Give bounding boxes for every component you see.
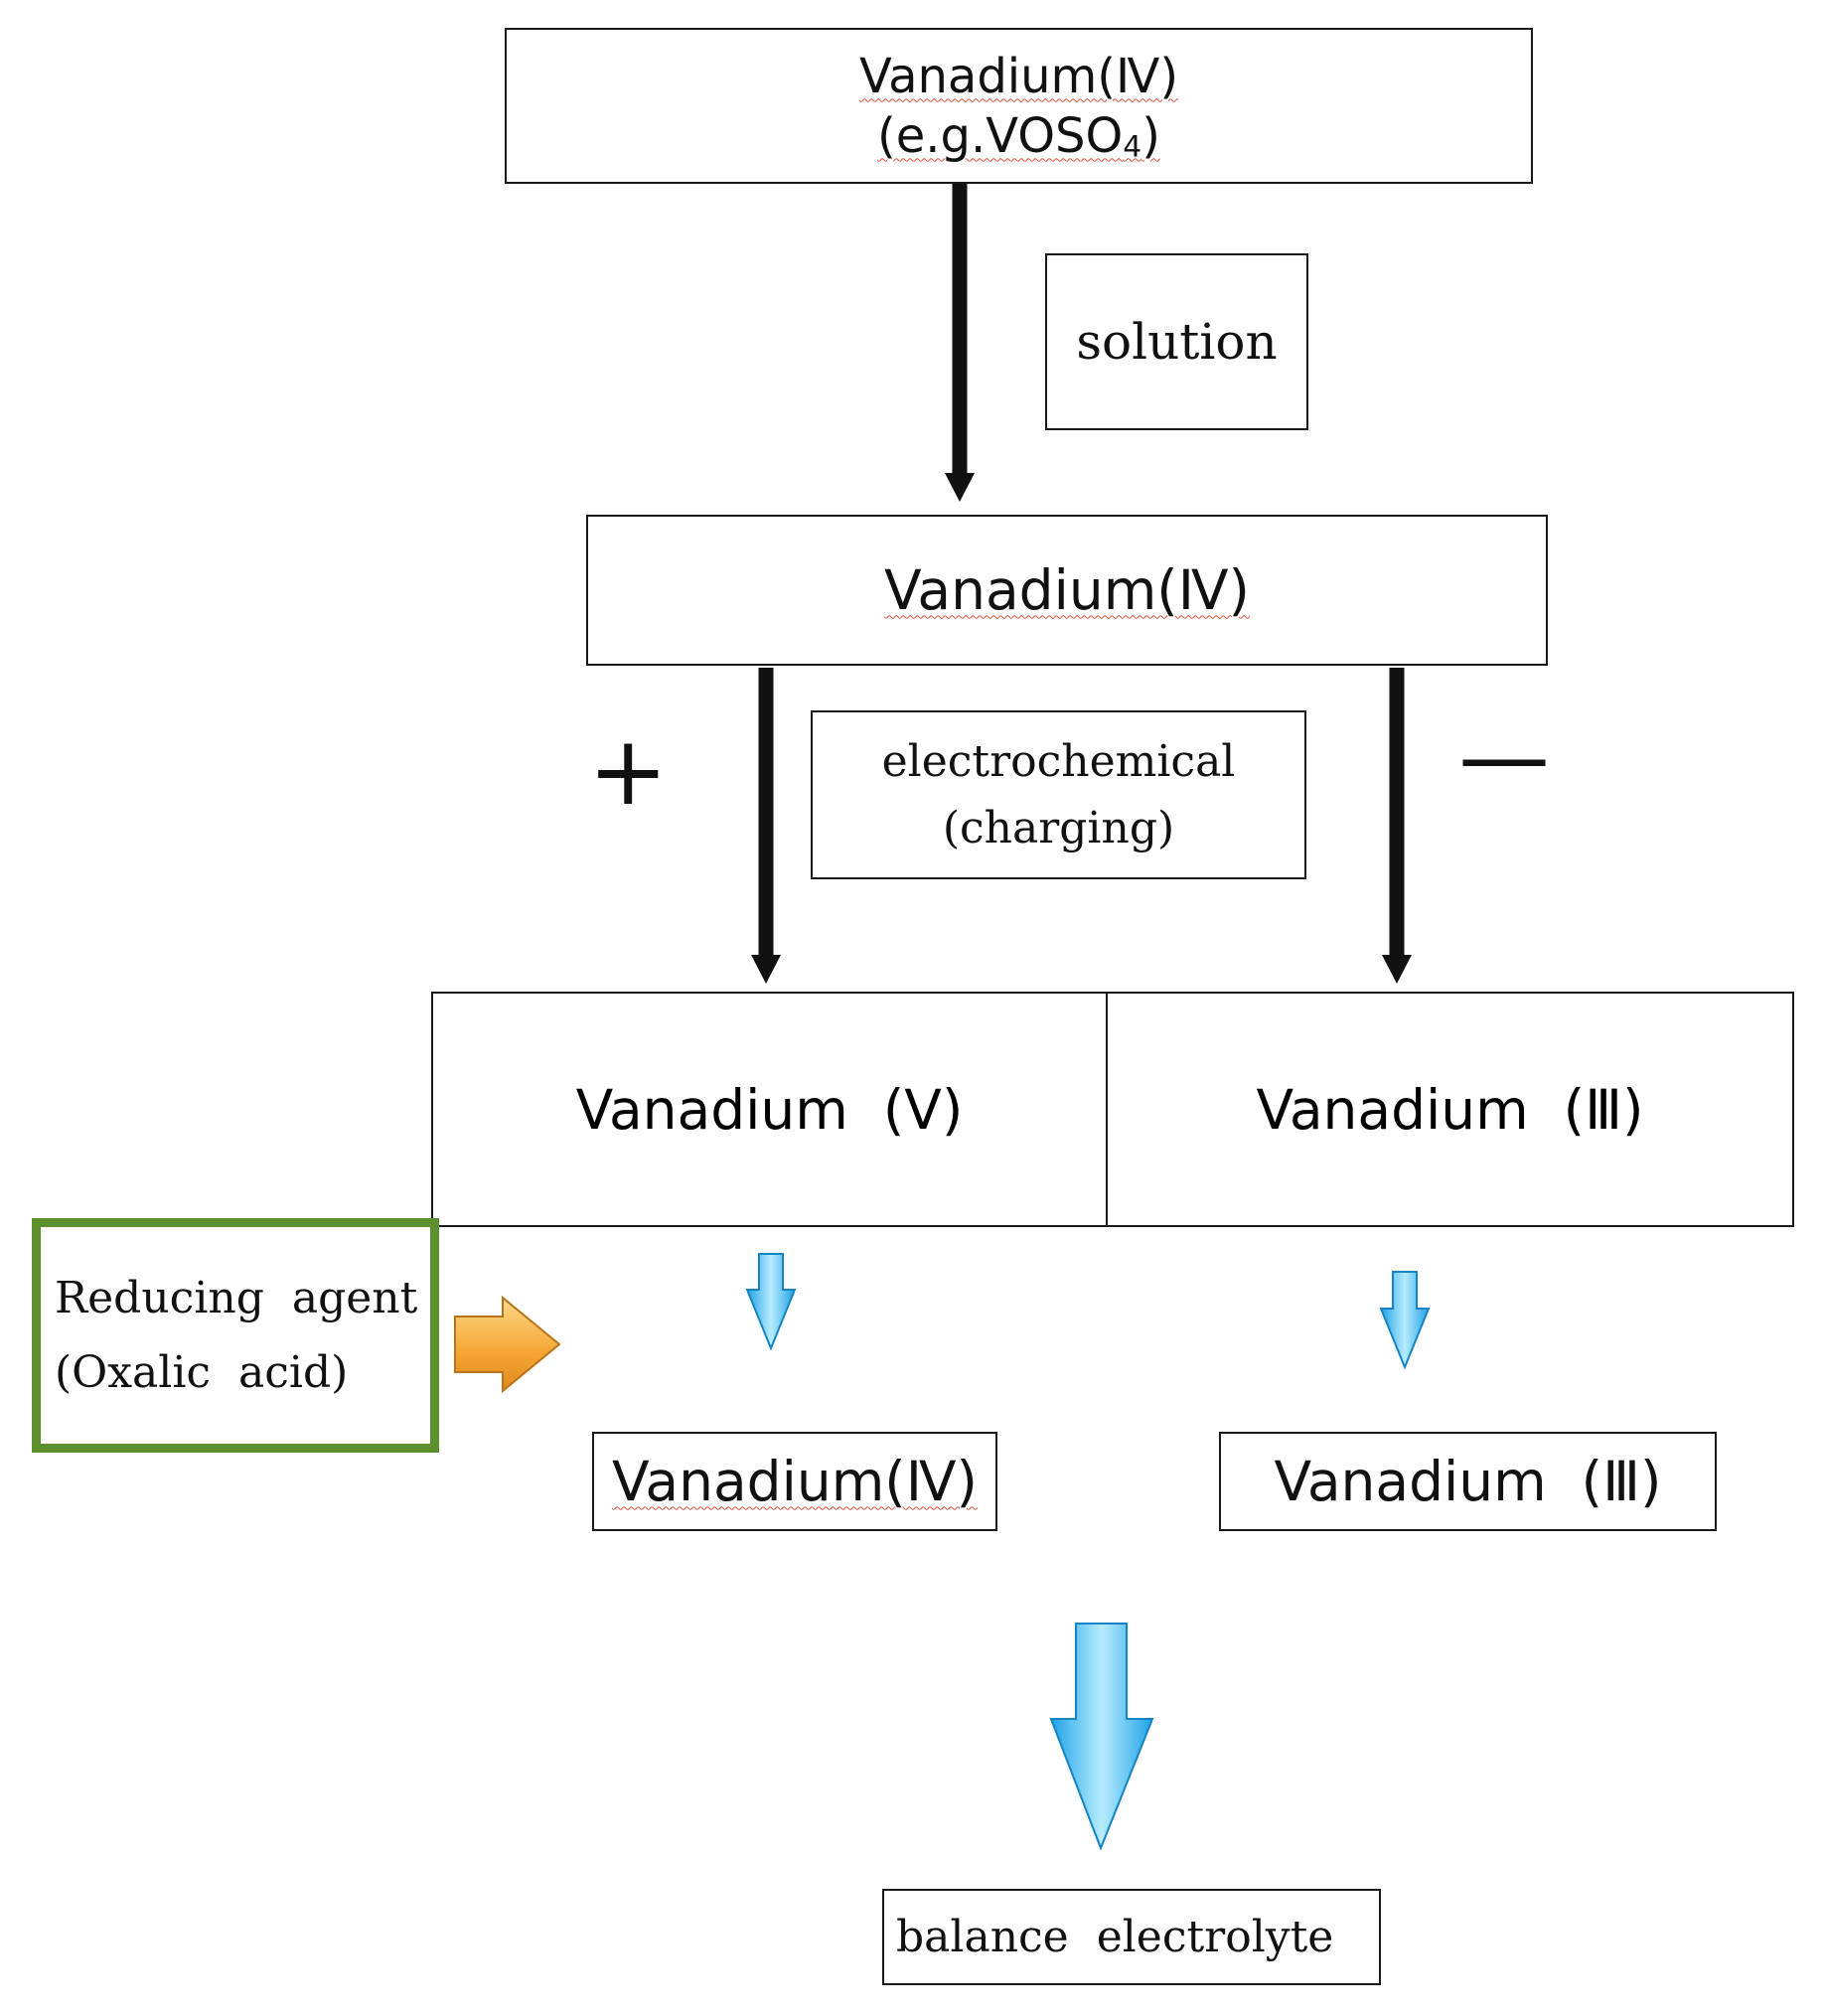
plus-sign: + [588, 715, 669, 827]
solution-label-box: solution [1045, 253, 1308, 430]
formula-subscript: 4 [1123, 128, 1142, 164]
electrochemical-label: electrochemical [881, 736, 1236, 787]
blue-arrow-large [1049, 1623, 1154, 1851]
split-box: Vanadium (Ⅴ) Vanadium (Ⅲ) [431, 992, 1794, 1227]
start-box-line1: Vanadium(Ⅳ) [858, 48, 1179, 104]
start-box: Vanadium(Ⅳ) (e.g.VOSO4) [505, 28, 1533, 184]
charging-label: (charging) [942, 803, 1175, 853]
start-box-title: Vanadium(Ⅳ) [859, 47, 1178, 106]
middle-box-label: Vanadium(Ⅳ) [884, 557, 1250, 622]
result-right-box: Vanadium (Ⅲ) [1219, 1432, 1717, 1531]
split-box-left: Vanadium (Ⅴ) [433, 994, 1108, 1225]
vanadium-v-label: Vanadium (Ⅴ) [575, 1077, 964, 1142]
balance-electrolyte-box: balance electrolyte [882, 1889, 1381, 1985]
balance-electrolyte-label: balance electrolyte [896, 1912, 1334, 1962]
split-box-right: Vanadium (Ⅲ) [1108, 994, 1792, 1225]
arrow-positive [751, 668, 781, 984]
solution-label: solution [1076, 312, 1278, 371]
start-box-formula: (e.g.VOSO4) [877, 106, 1160, 166]
formula-suffix: ) [1141, 107, 1160, 164]
result-left-label: Vanadium(Ⅳ) [612, 1449, 978, 1513]
result-left-box: Vanadium(Ⅳ) [592, 1432, 997, 1531]
electrochemical-label-box: electrochemical (charging) [811, 710, 1306, 879]
arrow-solution [945, 184, 975, 502]
arrow-negative [1382, 668, 1412, 984]
reducing-agent-box: Reducing agent (Oxalic acid) [32, 1218, 439, 1453]
oxalic-acid-label: (Oxalic acid) [55, 1347, 349, 1398]
middle-box: Vanadium(Ⅳ) [586, 515, 1548, 666]
reducing-agent-label: Reducing agent [55, 1273, 418, 1323]
blue-arrow-left [745, 1253, 797, 1351]
minus-sign: — [1458, 703, 1550, 810]
orange-arrow [454, 1295, 561, 1394]
blue-arrow-right [1379, 1271, 1431, 1370]
result-right-label: Vanadium (Ⅲ) [1274, 1449, 1662, 1513]
vanadium-iii-label: Vanadium (Ⅲ) [1256, 1077, 1644, 1142]
formula-prefix: (e.g.VOSO [877, 107, 1124, 164]
